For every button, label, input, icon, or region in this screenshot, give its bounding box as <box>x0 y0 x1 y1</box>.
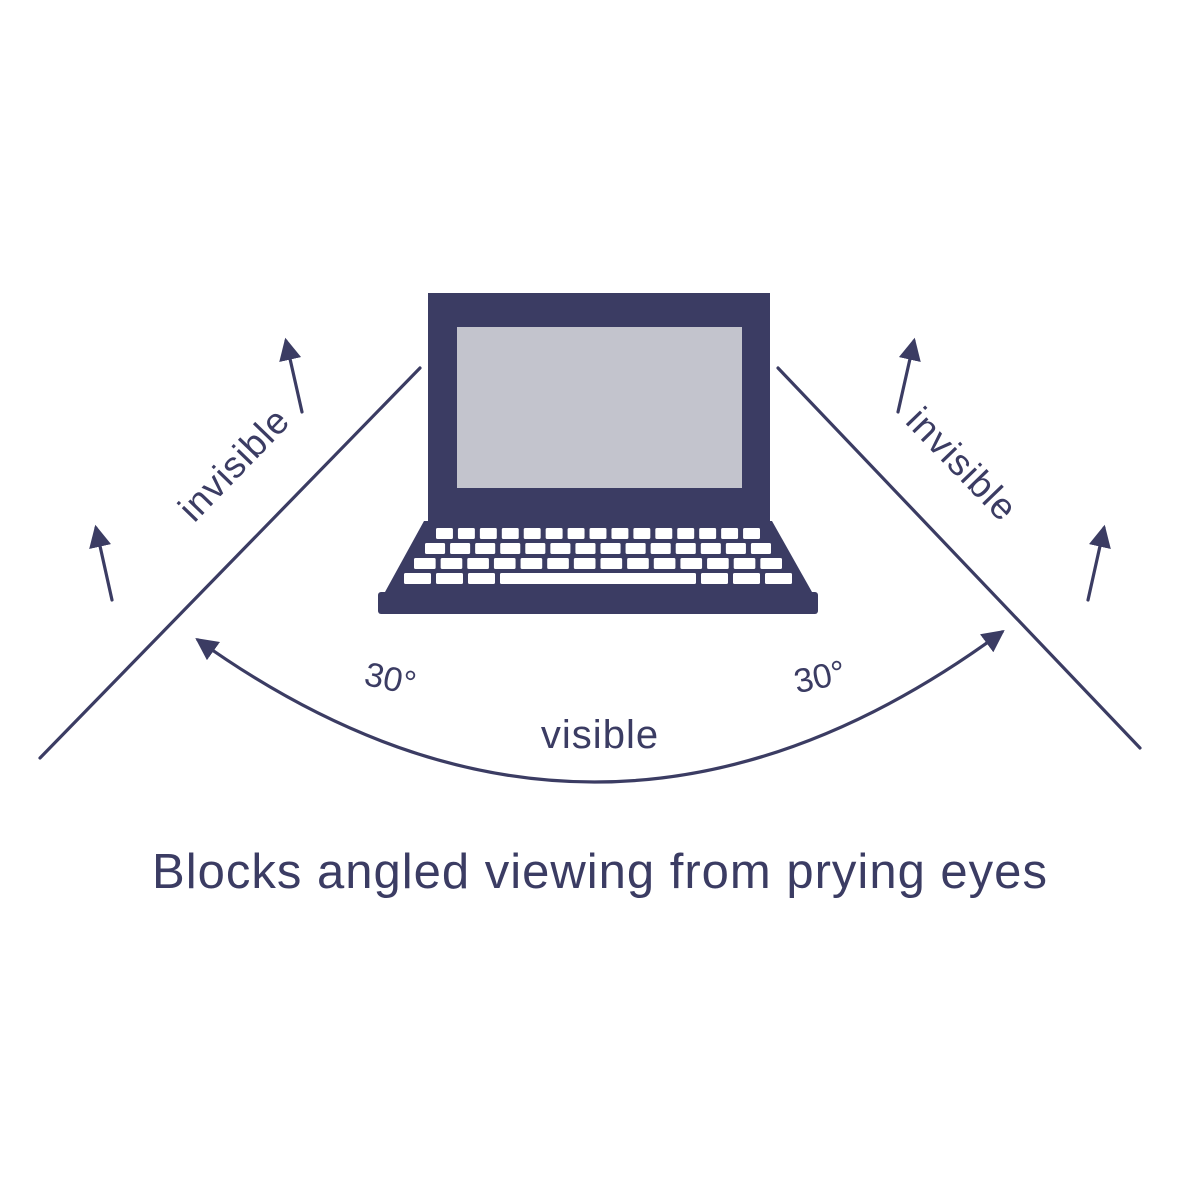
keyboard-key <box>457 528 475 539</box>
invisible-arrow-right-outer-icon <box>1086 524 1111 602</box>
keyboard-key <box>675 543 696 554</box>
caption-text: Blocks angled viewing from prying eyes <box>152 845 1048 899</box>
keyboard-key <box>547 558 569 569</box>
keyboard-key <box>653 558 676 569</box>
keyboard-key <box>567 528 585 539</box>
keyboard-key <box>500 543 521 554</box>
keyboard-keys <box>404 528 792 584</box>
laptop-screen <box>457 327 742 488</box>
angle-label-right: 30° <box>791 653 849 701</box>
invisible-arrow-left-inner-icon <box>279 337 304 414</box>
angle-label-left: 30° <box>361 655 419 703</box>
keyboard-key <box>501 528 519 539</box>
keyboard-key <box>765 573 792 584</box>
keyboard-key <box>600 558 623 569</box>
keyboard-key <box>467 558 489 569</box>
keyboard-key <box>600 543 621 554</box>
invisible-arrow-left-outer-icon <box>89 524 114 602</box>
keyboard-key <box>500 573 696 584</box>
keyboard-key <box>611 528 629 539</box>
keyboard-key <box>575 543 596 554</box>
keyboard-key <box>677 528 695 539</box>
keyboard-key <box>589 528 607 539</box>
laptop-base <box>378 592 818 614</box>
keyboard-key <box>627 558 649 569</box>
keyboard-key <box>760 558 782 569</box>
keyboard-key <box>633 528 651 539</box>
keyboard-key <box>650 543 671 554</box>
keyboard-key <box>733 573 760 584</box>
visible-range-arc <box>195 630 1005 784</box>
keyboard-key <box>700 543 721 554</box>
keyboard-key <box>475 543 496 554</box>
keyboard-key <box>725 543 746 554</box>
keyboard-key <box>573 558 596 569</box>
keyboard-key <box>707 558 729 569</box>
invisible-label-left: invisible <box>170 399 297 529</box>
left-view-limit-line <box>38 366 422 760</box>
keyboard-key <box>440 558 463 569</box>
laptop-illustration <box>378 293 818 614</box>
keyboard-key <box>545 528 563 539</box>
keyboard-key <box>525 543 546 554</box>
keyboard-key <box>750 543 771 554</box>
keyboard-key <box>701 573 728 584</box>
keyboard-key <box>436 573 463 584</box>
keyboard-key <box>479 528 497 539</box>
keyboard-key <box>655 528 673 539</box>
keyboard-key <box>414 558 436 569</box>
keyboard-key <box>625 543 646 554</box>
keyboard-key <box>743 528 760 539</box>
visible-label: visible <box>541 713 659 757</box>
keyboard-key <box>680 558 703 569</box>
keyboard-key <box>404 573 431 584</box>
keyboard-key <box>468 573 495 584</box>
keyboard-key <box>523 528 541 539</box>
keyboard-key <box>733 558 756 569</box>
keyboard-key <box>520 558 543 569</box>
keyboard-key <box>550 543 571 554</box>
keyboard-key <box>699 528 717 539</box>
keyboard-key <box>436 528 453 539</box>
right-view-limit-line <box>776 366 1142 750</box>
invisible-label-right: invisible <box>898 399 1025 529</box>
invisible-arrow-right-inner-icon <box>896 337 921 414</box>
keyboard-key <box>493 558 516 569</box>
keyboard-key <box>721 528 739 539</box>
keyboard-key <box>425 543 446 554</box>
keyboard-key <box>450 543 471 554</box>
